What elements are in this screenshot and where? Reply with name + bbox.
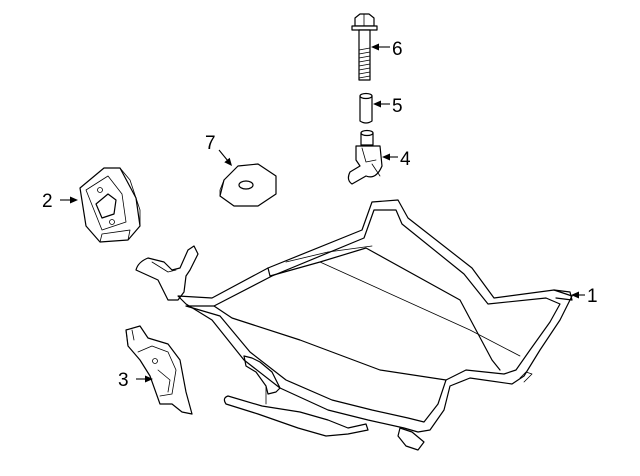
callout-7: 7 [205, 133, 216, 154]
part-3-bracket[interactable] [125, 325, 193, 415]
arrow-6 [371, 43, 379, 51]
callout-2: 2 [42, 191, 53, 212]
callout-5: 5 [392, 96, 403, 117]
callout-4: 4 [400, 149, 411, 170]
callout-1: 1 [587, 286, 598, 307]
part-5-spacer[interactable] [359, 92, 373, 124]
part-4-clip-nut[interactable] [347, 129, 383, 185]
leader-line-7 [218, 149, 229, 162]
part-1-cradle[interactable] [135, 199, 573, 451]
callout-3: 3 [118, 370, 129, 391]
part-6-bolt[interactable] [351, 13, 378, 81]
callout-6: 6 [392, 39, 403, 60]
arrow-2 [70, 196, 78, 204]
part-7-washer-plate[interactable] [219, 163, 277, 207]
arrow-5 [373, 100, 381, 108]
arrow-3 [145, 375, 153, 383]
part-2-mount[interactable] [79, 167, 141, 243]
arrow-1 [571, 291, 579, 299]
arrow-4 [382, 153, 390, 161]
arrow-7 [224, 157, 232, 166]
